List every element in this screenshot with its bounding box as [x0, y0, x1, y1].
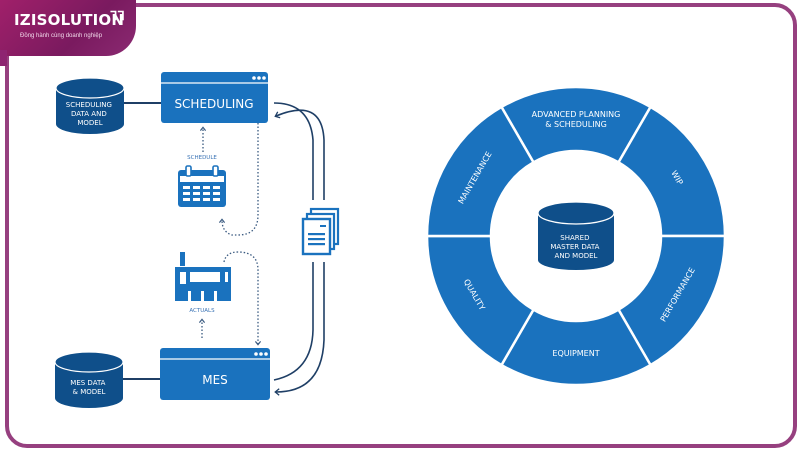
schedule-label: SCHEDULE: [187, 155, 217, 161]
window-dot-icon: [254, 352, 258, 356]
window-dot-icon: [259, 352, 263, 356]
mes-box-label: MES: [202, 373, 228, 387]
machine-icon: [175, 252, 231, 301]
window-dot-icon: [262, 76, 266, 80]
ring-segment-label: EQUIPMENT: [552, 349, 599, 358]
brand-tagline: Đồng hành cùng doanh nghiệp: [20, 33, 103, 39]
mes-db-label: MES DATA & MODEL: [70, 379, 107, 396]
brand-banner: IZISOLUTION ᒣᒣ Đồng hành cùng doanh nghi…: [0, 0, 136, 56]
bottom-inner-curve: [273, 262, 314, 381]
mes-system-box: MES: [160, 348, 270, 400]
top-inner-curve: [274, 109, 325, 200]
brand-name: IZISOLUTION: [14, 11, 125, 29]
ring-segment: [425, 105, 536, 238]
mom-function-ring: ADVANCED PLANNING& SCHEDULINGWIPPERFORMA…: [425, 85, 727, 387]
shared-master-data-icon: SHARED MASTER DATA AND MODEL: [537, 201, 615, 270]
dotted-flow-lines: [198, 123, 262, 346]
bottom-outer-curve: [274, 262, 325, 396]
scheduling-database-icon: SCHEDULING DATA AND MODEL: [55, 77, 125, 134]
brand-accent-strip: [0, 50, 7, 66]
schedule-return-arrow: [218, 123, 259, 236]
calendar-icon: [178, 165, 226, 207]
actuals-label: ACTUALS: [189, 308, 215, 314]
brand-logo-icon: ᒣᒣ: [110, 9, 125, 23]
actuals-down-arrow: [223, 251, 262, 346]
window-dot-icon: [264, 352, 268, 356]
scheduling-box-label: SCHEDULING: [174, 97, 253, 111]
top-outer-curve: [273, 102, 314, 200]
mes-database-icon: MES DATA & MODEL: [54, 351, 124, 408]
ring-segment-label: ADVANCED PLANNING& SCHEDULING: [532, 110, 621, 129]
window-dot-icon: [257, 76, 261, 80]
scheduling-system-box: SCHEDULING: [161, 72, 268, 123]
window-dot-icon: [252, 76, 256, 80]
shared-master-data-label: SHARED MASTER DATA AND MODEL: [550, 234, 601, 260]
documents-icon: [301, 207, 340, 256]
data-exchange-arrows: [273, 102, 325, 396]
scheduling-db-label: SCHEDULING DATA AND MODEL: [66, 101, 114, 127]
